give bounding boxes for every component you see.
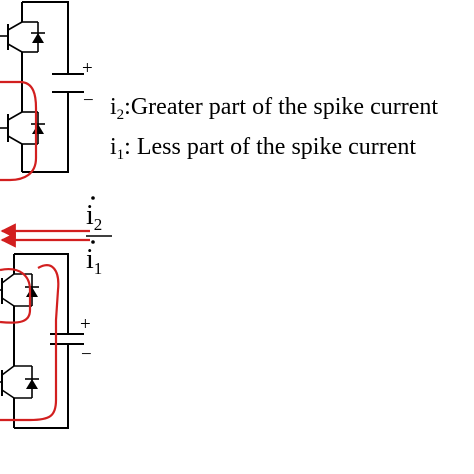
bottom-spike-current-path-i1 [0,268,32,324]
top-capacitor-icon [52,73,84,93]
arrow-i1-label: i1 [86,244,102,278]
arrow-i1-dot [91,240,95,244]
arrow-i2-label: i2 [86,200,102,234]
arrow-i2-symbol: i [86,200,94,231]
top-spike-current-path [0,80,38,182]
bottom-upper-igbt-icon [0,254,39,330]
legend-i1-text: : Less part of the spike current [124,134,416,160]
top-capacitor-minus: − [83,90,94,111]
legend-i2-line: i2:Greater part of the spike current [110,94,438,123]
legend-i2-subscript: 2 [117,107,125,123]
arrow-i1-symbol: i [86,244,94,275]
top-upper-igbt-icon [0,2,45,58]
bottom-lower-igbt-icon [0,352,39,428]
legend-i1-symbol: i [110,134,117,160]
legend-i2-text: :Greater part of the spike current [124,94,438,120]
legend-i2-symbol: i [110,94,117,120]
current-arrows: i2 i1 [0,196,112,278]
top-lower-igbt-icon [0,96,45,172]
top-capacitor-plus: + [82,58,93,79]
arrow-i2-dot [91,196,95,200]
legend-i1-line: i1: Less part of the spike current [110,134,416,163]
current-legend: i2:Greater part of the spike current i1:… [110,94,438,163]
top-half-bridge: + − [0,1,94,182]
legend-i1-subscript: 1 [117,147,125,163]
arrow-i1-subscript: 1 [94,259,103,278]
bottom-half-bridge: + − [0,253,92,429]
bottom-capacitor-minus: − [81,344,92,365]
bottom-capacitor-plus: + [80,314,91,335]
arrow-i2-subscript: 2 [94,215,103,234]
bottom-spike-current-path-i2 [0,264,60,422]
